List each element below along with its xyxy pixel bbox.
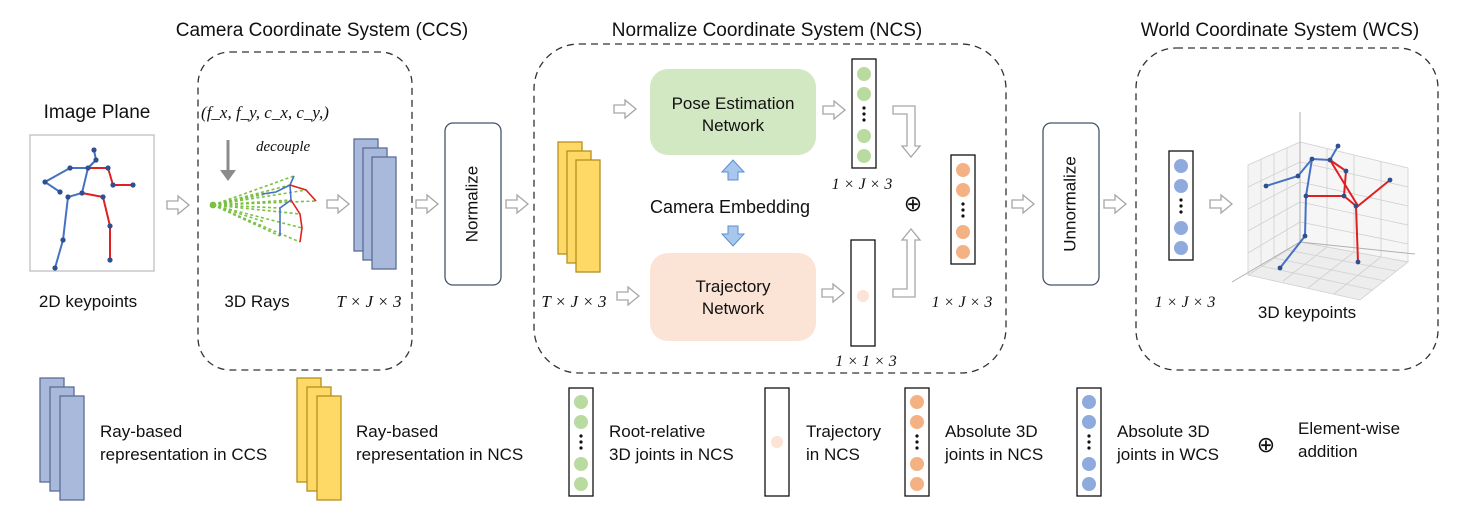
- traj-output-shape: 1 × 1 × 3: [835, 353, 897, 370]
- arrow-pose-to-vec: [822, 100, 846, 120]
- pose-output-shape: 1 × J × 3: [832, 176, 893, 193]
- ccs-blue-stack: [353, 138, 397, 270]
- unnormalize-label: Unnormalize: [1060, 156, 1079, 251]
- image-plane-caption: 2D keypoints: [39, 292, 137, 311]
- intrinsics-label: (f_x, f_y, c_x, c_y,): [201, 103, 329, 122]
- plot-3d: [1231, 112, 1416, 301]
- legend-ray-ncs-line2: representation in NCS: [356, 445, 523, 464]
- embed-down-arrow: [720, 225, 746, 247]
- traj-net-line2: Network: [702, 299, 765, 318]
- trajectory-network: [650, 253, 816, 341]
- legend-absncs-line2: joints in NCS: [944, 445, 1043, 464]
- legend-ray-ccs-line2: representation in CCS: [100, 445, 267, 464]
- plus-symbol: ⊕: [904, 191, 922, 216]
- ncs-dashed-box: [533, 43, 1007, 374]
- legend-abswcs-line2: joints in WCS: [1116, 445, 1219, 464]
- ncs-input-shape-label: T × J × 3: [541, 292, 606, 311]
- legend-absncs-line1: Absolute 3D: [945, 422, 1038, 441]
- image-plane-frame: [29, 134, 155, 272]
- legend-root-line2: 3D joints in NCS: [609, 445, 734, 464]
- arrow-ncs-to-unnormalize: [1011, 194, 1035, 214]
- legend-root-relative: Root-relative 3D joints in NCS: [568, 387, 734, 497]
- decouple-down-arrow: [220, 140, 236, 181]
- embed-up-arrow: [720, 159, 746, 181]
- legend-add-line1: Element-wise: [1298, 419, 1400, 438]
- arrow-vec-to-3d: [1209, 194, 1233, 214]
- traj-net-line1: Trajectory: [696, 277, 771, 296]
- normalize-block: [444, 122, 502, 286]
- rays-3d: [209, 175, 317, 243]
- trajectory-output-vector: [850, 239, 876, 347]
- legend-add-symbol: ⊕: [1257, 432, 1275, 457]
- wcs-dashed-box: [1135, 47, 1439, 371]
- ncs-yellow-stack: [557, 141, 601, 273]
- arrow-to-normalize: [415, 194, 439, 214]
- ccs-dashed-box: [197, 51, 413, 371]
- image-plane-title: Image Plane: [44, 102, 151, 123]
- legend-ray-ccs-line1: Ray-based: [100, 422, 182, 441]
- abs-ncs-vector: [950, 154, 976, 265]
- legend-traj-line2: in NCS: [806, 445, 860, 464]
- normalize-label: Normalize: [462, 166, 481, 243]
- pose-net-line1: Pose Estimation: [672, 94, 795, 113]
- abs-wcs-vector: [1168, 150, 1194, 261]
- decouple-label: decouple: [256, 139, 310, 155]
- elbow-arrow-top: [892, 105, 922, 159]
- legend-ray-ccs: Ray-based representation in CCS: [39, 377, 267, 501]
- ccs-title: Camera Coordinate System (CCS): [176, 20, 468, 41]
- unnormalize-block: [1042, 122, 1100, 286]
- rays-caption: 3D Rays: [224, 292, 289, 311]
- legend-trajectory: Trajectory in NCS: [764, 387, 881, 497]
- pose-net-line2: Network: [702, 116, 765, 135]
- arrow-normalize-to-ncs: [505, 194, 529, 214]
- ccs-shape-label: T × J × 3: [336, 292, 401, 311]
- legend-abswcs-line1: Absolute 3D: [1117, 422, 1210, 441]
- arrow-to-traj-net: [616, 286, 640, 306]
- legend-add-line2: addition: [1298, 442, 1358, 461]
- arrow-unnormalize-to-wcs: [1103, 194, 1127, 214]
- legend-traj-line1: Trajectory: [806, 422, 881, 441]
- arrow-rays-to-stack: [326, 194, 350, 214]
- legend-abs-wcs: Absolute 3D joints in WCS: [1076, 387, 1219, 497]
- arrow-traj-to-vec: [821, 283, 845, 303]
- legend-ray-ncs: Ray-based representation in NCS: [296, 377, 523, 501]
- legend-addition: ⊕ Element-wise addition: [1257, 419, 1400, 461]
- camera-embedding-label: Camera Embedding: [650, 197, 810, 217]
- wcs-title: World Coordinate System (WCS): [1141, 20, 1419, 41]
- pose-output-vector: [851, 58, 877, 169]
- pose-estimation-network: [650, 69, 816, 155]
- arrow-imgplane-to-ccs: [166, 195, 190, 215]
- wcs-shape: 1 × J × 3: [1155, 294, 1216, 311]
- legend: Ray-based representation in CCS Ray-base…: [39, 377, 1400, 501]
- ncs-title: Normalize Coordinate System (NCS): [612, 20, 922, 41]
- legend-abs-ncs: Absolute 3D joints in NCS: [904, 387, 1043, 497]
- arrow-to-pose-net: [613, 99, 637, 119]
- elbow-arrow-bottom: [892, 227, 922, 298]
- skeleton-2d: [42, 147, 136, 271]
- legend-root-line1: Root-relative: [609, 422, 705, 441]
- sum-shape: 1 × J × 3: [932, 294, 993, 311]
- wcs-caption: 3D keypoints: [1258, 303, 1356, 322]
- legend-ray-ncs-line1: Ray-based: [356, 422, 438, 441]
